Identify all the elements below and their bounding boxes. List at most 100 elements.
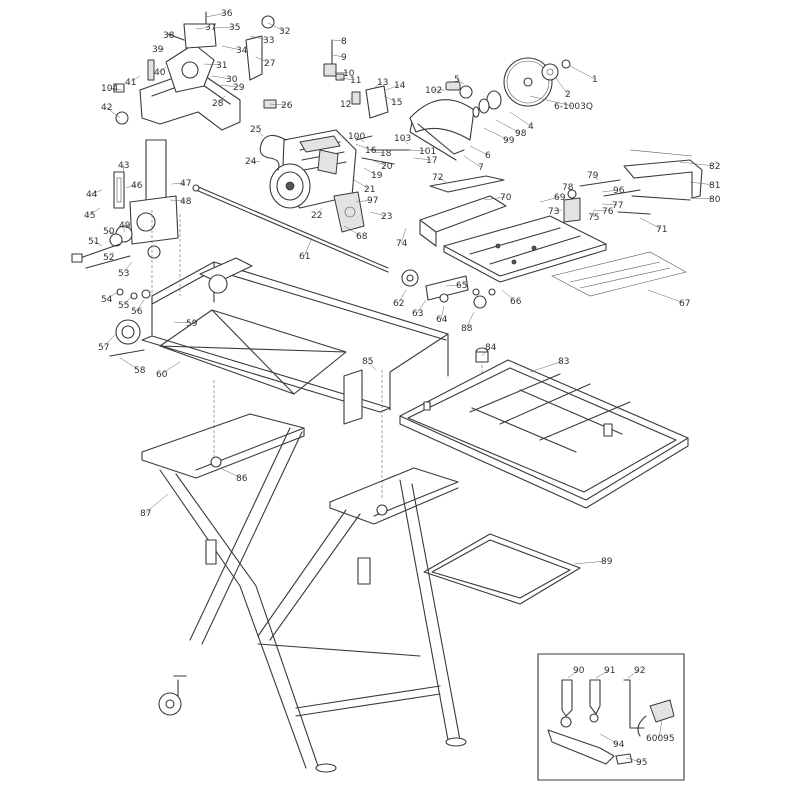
callout-c20: 20	[381, 162, 393, 172]
callout-c60: 60	[156, 370, 168, 380]
leader-c18	[373, 151, 386, 154]
guard-small-parts	[323, 39, 389, 119]
leader-c95	[625, 757, 642, 763]
callout-leaders	[89, 12, 715, 763]
callout-c8: 8	[341, 37, 347, 47]
callout-c43: 43	[118, 161, 129, 171]
callout-c18: 18	[380, 149, 392, 159]
leader-c56	[135, 299, 145, 312]
leader-c5	[456, 78, 465, 85]
callout-c40: 40	[154, 68, 166, 78]
leader-c88	[465, 311, 475, 329]
motor-assembly	[259, 129, 411, 233]
leader-c74	[400, 227, 407, 244]
callout-c99: 99	[503, 136, 515, 146]
leader-c100	[355, 135, 365, 143]
axle-roller-parts	[401, 269, 496, 309]
callout-c57: 57	[98, 343, 109, 353]
leader-c14	[385, 84, 400, 91]
callout-c72: 72	[432, 173, 443, 183]
leader-c50	[108, 230, 117, 235]
callout-c21: 21	[364, 185, 375, 195]
water-tray	[399, 347, 689, 509]
leader-c97	[355, 199, 373, 203]
callout-c59: 59	[186, 319, 198, 329]
callout-c56: 56	[131, 307, 143, 317]
leader-c75	[592, 209, 595, 218]
leader-c46	[125, 184, 137, 189]
callout-c13: 13	[377, 78, 388, 88]
leader-c65	[445, 284, 462, 287]
leader-c15	[383, 95, 397, 103]
leader-c66	[501, 289, 516, 302]
leader-c1	[569, 65, 595, 80]
callout-c70: 70	[500, 193, 512, 203]
callout-c48: 48	[180, 197, 192, 207]
callout-c50: 50	[103, 227, 115, 237]
callout-c86: 86	[236, 474, 248, 484]
callout-c76: 76	[602, 207, 614, 217]
column-post-assembly	[71, 139, 179, 300]
callout-c60095: 60095	[646, 734, 675, 744]
leader-c91	[595, 669, 610, 679]
leader-c4	[509, 111, 531, 127]
leader-c72	[437, 176, 447, 183]
leader-c62	[397, 289, 407, 304]
callout-c71: 71	[656, 225, 667, 235]
leader-c67	[647, 289, 685, 304]
callout-c95: 95	[636, 758, 647, 768]
callout-c79: 79	[587, 171, 599, 181]
callout-c9: 9	[341, 53, 347, 63]
callout-c25: 25	[250, 125, 261, 135]
leader-c76	[593, 209, 608, 212]
callout-c55: 55	[118, 301, 129, 311]
callout-c74: 74	[396, 239, 408, 249]
callout-c16: 16	[365, 146, 377, 156]
callout-c37: 37	[205, 23, 216, 33]
callout-c73: 73	[548, 207, 559, 217]
callout-c27: 27	[264, 59, 275, 69]
leader-c79	[592, 174, 599, 181]
callout-c89: 89	[601, 557, 613, 567]
leader-c26	[269, 103, 287, 106]
leader-c34	[221, 45, 242, 51]
leader-c35	[213, 26, 235, 29]
leader-c47	[171, 182, 186, 185]
saw-blade	[472, 57, 571, 118]
leader-c86	[219, 467, 242, 479]
accessory-inset	[537, 653, 685, 781]
leader-c12	[345, 97, 353, 105]
callout-c63: 63	[412, 309, 423, 319]
callout-c66: 66	[510, 297, 522, 307]
leader-c84	[481, 346, 491, 357]
callout-c94: 94	[613, 740, 625, 750]
callout-c36: 36	[221, 9, 233, 19]
main-frame	[109, 257, 449, 425]
leader-c48	[169, 199, 186, 202]
leader-c17	[413, 157, 432, 161]
callout-c34: 34	[236, 46, 248, 56]
leader-c80	[689, 197, 715, 200]
callout-c49: 49	[119, 221, 131, 231]
callout-c84: 84	[485, 343, 497, 353]
leader-c24	[250, 160, 261, 163]
carriage-table	[419, 149, 703, 297]
leader-c61	[303, 237, 313, 257]
leader-c77	[601, 203, 618, 206]
leader-c92	[627, 669, 640, 679]
leader-c19	[363, 167, 377, 176]
callout-c60q: 6-1003Q	[554, 102, 593, 112]
callout-c32: 32	[279, 27, 290, 37]
leader-c13	[373, 81, 383, 89]
callout-c85: 85	[362, 357, 373, 367]
leader-c59	[173, 321, 192, 324]
leader-c22	[316, 207, 323, 216]
leader-c101	[407, 149, 427, 152]
leader-c25	[255, 128, 264, 137]
callout-c58: 58	[134, 366, 146, 376]
callout-c78: 78	[562, 183, 574, 193]
leader-c37	[195, 26, 211, 30]
leader-c85	[367, 360, 377, 371]
assembly-guide-lines	[151, 210, 483, 500]
